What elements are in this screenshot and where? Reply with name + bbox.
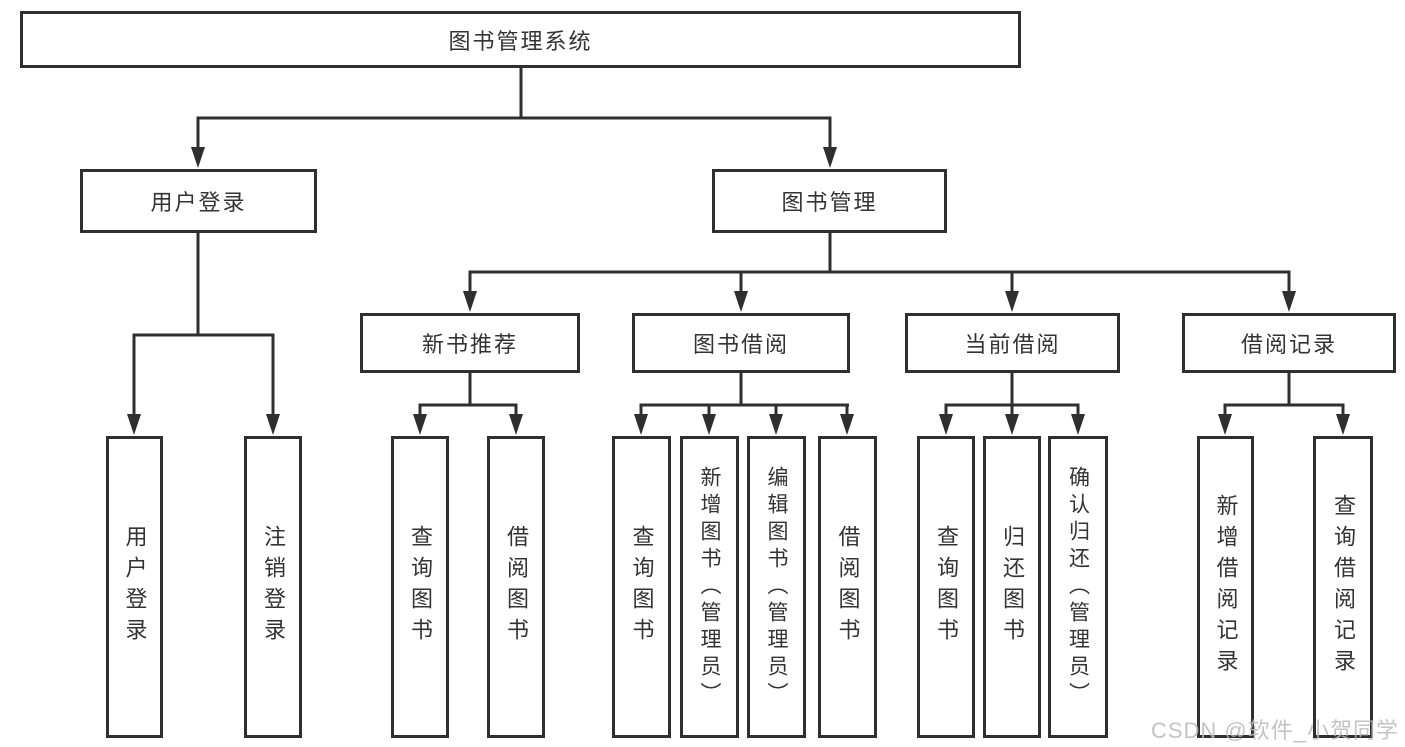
node-book-management-branch: 图书管理 bbox=[712, 169, 947, 233]
leaf-label: 查询图书 bbox=[934, 525, 959, 649]
node-borrow-records: 借阅记录 bbox=[1182, 313, 1396, 373]
leaf-label: 借阅图书 bbox=[835, 525, 861, 649]
leaf-edit-books-admin: 编辑图书（管理员） bbox=[747, 436, 806, 738]
connector-segments bbox=[132, 68, 1345, 428]
leaf-label: 查询图书 bbox=[629, 525, 655, 649]
leaf-query-books-newbook: 查询图书 bbox=[391, 436, 449, 738]
node-label: 图书借阅 bbox=[692, 332, 789, 357]
leaf-label: 借阅图书 bbox=[504, 525, 529, 649]
node-user-login-branch: 用户登录 bbox=[80, 169, 317, 233]
node-label: 图书管理 bbox=[781, 190, 878, 215]
node-new-book-recommend: 新书推荐 bbox=[360, 313, 580, 373]
leaf-logout: 注销登录 bbox=[244, 436, 302, 738]
csdn-watermark: CSDN @软件_小贺同学 bbox=[1150, 718, 1399, 743]
node-label: 新书推荐 bbox=[421, 332, 518, 357]
leaf-label: 用户登录 bbox=[122, 525, 148, 649]
leaf-add-borrow-record: 新增借阅记录 bbox=[1197, 436, 1254, 738]
leaf-borrow-books-borrowing: 借阅图书 bbox=[818, 436, 877, 738]
leaf-label: 新增图书（管理员） bbox=[698, 465, 721, 709]
node-label: 借阅记录 bbox=[1240, 332, 1337, 357]
leaf-borrow-books-newbook: 借阅图书 bbox=[487, 436, 545, 738]
leaf-query-books-current: 查询图书 bbox=[917, 436, 975, 738]
node-current-borrowing: 当前借阅 bbox=[905, 313, 1120, 373]
node-root-library-system: 图书管理系统 bbox=[20, 11, 1021, 68]
leaf-label: 查询图书 bbox=[408, 525, 433, 649]
node-book-borrowing: 图书借阅 bbox=[632, 313, 850, 373]
leaf-confirm-return-admin: 确认归还（管理员） bbox=[1048, 436, 1108, 738]
node-label: 用户登录 bbox=[150, 190, 247, 215]
leaf-label: 编辑图书（管理员） bbox=[765, 465, 788, 709]
leaf-return-books: 归还图书 bbox=[983, 436, 1041, 738]
node-label: 图书管理系统 bbox=[448, 28, 593, 54]
leaf-label: 归还图书 bbox=[1000, 525, 1025, 649]
leaf-query-books-borrowing: 查询图书 bbox=[612, 436, 671, 738]
leaf-query-borrow-record: 查询借阅记录 bbox=[1313, 436, 1373, 738]
leaf-label: 确认归还（管理员） bbox=[1066, 465, 1090, 709]
leaf-label: 查询借阅记录 bbox=[1331, 494, 1356, 680]
leaf-label: 新增借阅记录 bbox=[1213, 494, 1239, 680]
leaf-add-books-admin: 新增图书（管理员） bbox=[680, 436, 739, 738]
leaf-user-login: 用户登录 bbox=[106, 436, 163, 738]
leaf-label: 注销登录 bbox=[261, 525, 286, 649]
node-label: 当前借阅 bbox=[964, 332, 1061, 357]
